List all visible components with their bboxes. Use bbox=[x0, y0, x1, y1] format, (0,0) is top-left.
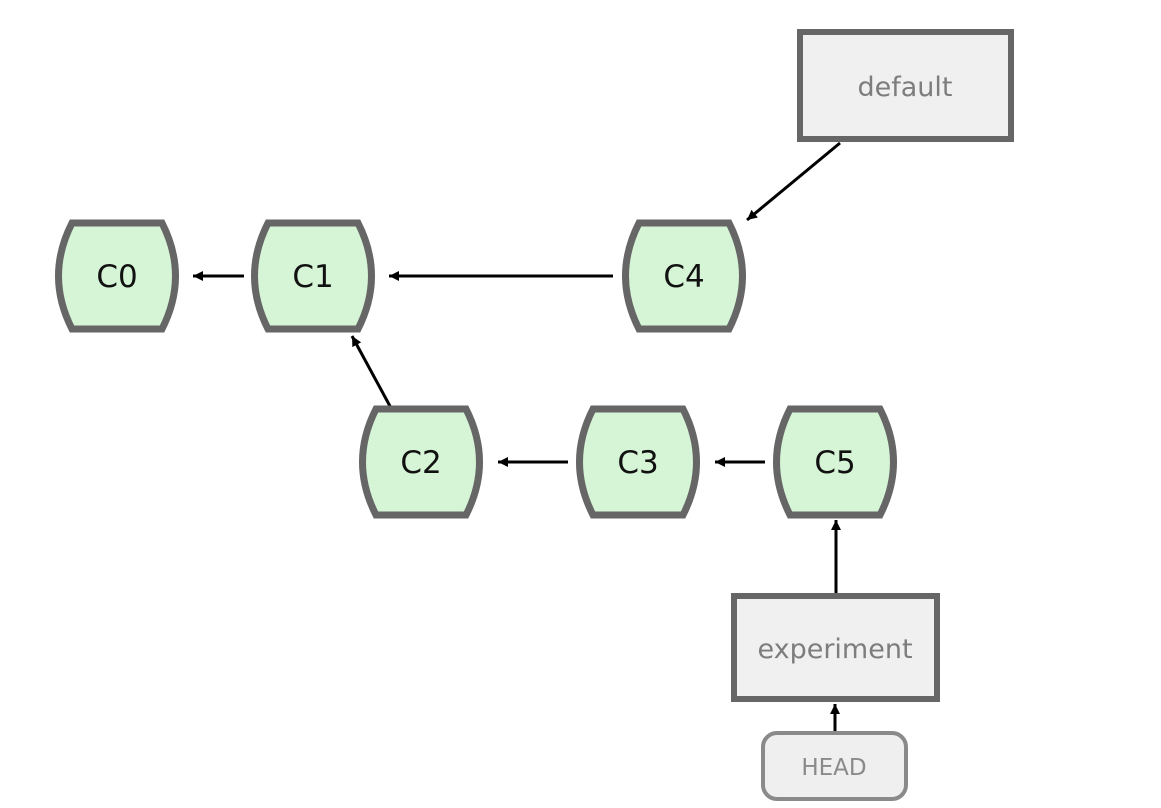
commit-label: C4 bbox=[663, 259, 704, 295]
commit-node-c1: C1 bbox=[251, 219, 375, 333]
branch-ref-experiment: experiment bbox=[731, 593, 940, 702]
commit-shape bbox=[251, 219, 375, 333]
commit-node-c5: C5 bbox=[773, 405, 897, 519]
commit-node-c3: C3 bbox=[576, 405, 700, 519]
branch-ref-default: default bbox=[797, 29, 1014, 142]
commit-node-c2: C2 bbox=[359, 405, 483, 519]
edge-c2-to-c1 bbox=[350, 335, 393, 409]
commit-label: C2 bbox=[400, 445, 441, 481]
commit-node-c0: C0 bbox=[55, 219, 179, 333]
commit-label: C5 bbox=[814, 445, 855, 481]
commit-label: C3 bbox=[617, 445, 658, 481]
commit-label: C1 bbox=[292, 259, 333, 295]
head-label: HEAD bbox=[801, 755, 866, 781]
commit-label: C0 bbox=[96, 259, 137, 295]
commit-shape bbox=[55, 219, 179, 333]
head-box bbox=[761, 731, 908, 801]
edges bbox=[193, 141, 841, 731]
edge-default-to-c4 bbox=[746, 141, 841, 222]
commit-shape bbox=[359, 405, 483, 519]
commit-shape bbox=[622, 219, 746, 333]
head-pointer: HEAD bbox=[761, 731, 908, 801]
branch-box bbox=[797, 29, 1014, 142]
branch-label: default bbox=[857, 72, 952, 103]
commit-node-c4: C4 bbox=[622, 219, 746, 333]
commit-shape bbox=[773, 405, 897, 519]
branch-label: experiment bbox=[757, 634, 912, 665]
branch-box bbox=[731, 593, 940, 702]
commit-shape bbox=[576, 405, 700, 519]
